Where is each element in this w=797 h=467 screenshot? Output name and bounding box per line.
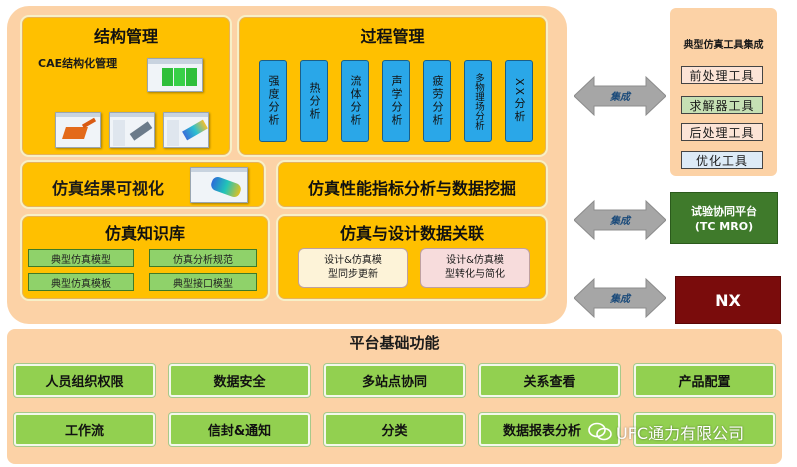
platform-button-workflow[interactable]: 工作流 [14,413,155,446]
integration-arrow-middle: 集成 [573,199,667,241]
platform-button-relation-view[interactable]: 关系查看 [479,364,620,397]
knowledge-base-title: 仿真知识库 [104,224,185,243]
platform-button-data-report-analysis[interactable]: 数据报表分析 [479,413,620,446]
sync-update-line2: 型同步更新 [328,269,378,280]
integration-arrow-top: 集成 [573,75,667,117]
cae-label: CAE结构化管理 [38,57,118,70]
platform-button-blank[interactable] [634,413,775,446]
tc-mro-box[interactable]: 试验协同平台 (TC MRO) [670,192,778,244]
watermark-text: UFC通力有限公司 [616,424,745,443]
excavator-thumbnail [55,112,101,148]
convert-simplify-line1: 设计&仿真模 [446,255,504,266]
cae-screenshot-thumbnail [147,58,203,92]
platform-button-data-security[interactable]: 数据安全 [169,364,310,397]
structure-management-box[interactable]: 结构管理 CAE结构化管理 [20,15,232,157]
analysis-column-fatigue[interactable]: 疲劳分析 [423,60,451,142]
tool-optimization[interactable]: 优化工具 [681,151,763,169]
integration-arrow-bottom-label: 集成 [610,294,630,305]
analysis-column-strength[interactable]: 强度分析 [259,60,287,142]
nx-label: NX [715,290,741,310]
analysis-column-multiphysics[interactable]: 多物理场分析 [464,60,492,142]
process-management-box[interactable]: 过程管理 强度分析 热分析 流体分析 声学分析 疲劳分析 多物理场分析 XX分析 [237,15,548,157]
platform-button-multisite-collab[interactable]: 多站点协同 [324,364,465,397]
analysis-column-xx[interactable]: XX分析 [505,60,533,142]
model-tree-thumbnail [109,112,155,148]
knowledge-base-box[interactable]: 仿真知识库 典型仿真模型 仿真分析规范 典型仿真模板 典型接口模型 [20,214,270,301]
sync-update-line1: 设计&仿真模 [324,255,382,266]
simulation-tools-panel[interactable]: 典型仿真工具集成 前处理工具 求解器工具 后处理工具 优化工具 [670,8,777,176]
wechat-icon [588,422,612,442]
design-association-box[interactable]: 仿真与设计数据关联 设计&仿真模型同步更新 设计&仿真模型转化与简化 [276,214,548,301]
tool-preprocessing[interactable]: 前处理工具 [681,66,763,84]
tool-postprocessing[interactable]: 后处理工具 [681,123,763,141]
performance-analysis-title: 仿真性能指标分析与数据挖掘 [307,179,516,198]
platform-foundation-title: 平台基础功能 [349,334,440,352]
integration-arrow-top-label: 集成 [610,92,630,103]
platform-button-product-config[interactable]: 产品配置 [634,364,775,397]
process-management-title: 过程管理 [360,27,425,46]
platform-button-personnel-permissions[interactable]: 人员组织权限 [14,364,155,397]
analysis-column-acoustic[interactable]: 声学分析 [382,60,410,142]
nx-box[interactable]: NX [675,276,781,324]
sync-update-box[interactable]: 设计&仿真模型同步更新 [298,248,408,288]
platform-button-envelope-notification[interactable]: 信封&通知 [169,413,310,446]
tool-solver[interactable]: 求解器工具 [681,96,763,114]
convert-simplify-line2: 型转化与简化 [445,269,505,280]
analysis-column-fluid[interactable]: 流体分析 [341,60,369,142]
structure-management-title: 结构管理 [93,27,158,46]
integration-arrow-middle-label: 集成 [610,216,630,227]
knowledge-item-typical-template[interactable]: 典型仿真模板 [28,273,134,291]
simulation-tools-title: 典型仿真工具集成 [683,40,764,51]
knowledge-item-analysis-spec[interactable]: 仿真分析规范 [149,249,257,267]
mesh-thumbnail [163,112,209,148]
watermark: UFC通力有限公司 [588,420,744,444]
analysis-column-thermal[interactable]: 热分析 [300,60,328,142]
visualization-thumbnail [190,167,248,203]
convert-simplify-box[interactable]: 设计&仿真模型转化与简化 [420,248,530,288]
knowledge-item-typical-model[interactable]: 典型仿真模型 [28,249,134,267]
tc-mro-line1: 试验协同平台 [691,205,757,218]
visualization-box[interactable]: 仿真结果可视化 [20,160,266,209]
design-association-title: 仿真与设计数据关联 [339,224,484,243]
performance-analysis-box[interactable]: 仿真性能指标分析与数据挖掘 [276,160,548,209]
integration-arrow-bottom: 集成 [573,277,667,319]
knowledge-item-interface-model[interactable]: 典型接口模型 [149,273,257,291]
visualization-title: 仿真结果可视化 [52,179,165,198]
tc-mro-line2: (TC MRO) [694,220,754,233]
platform-button-classification[interactable]: 分类 [324,413,465,446]
